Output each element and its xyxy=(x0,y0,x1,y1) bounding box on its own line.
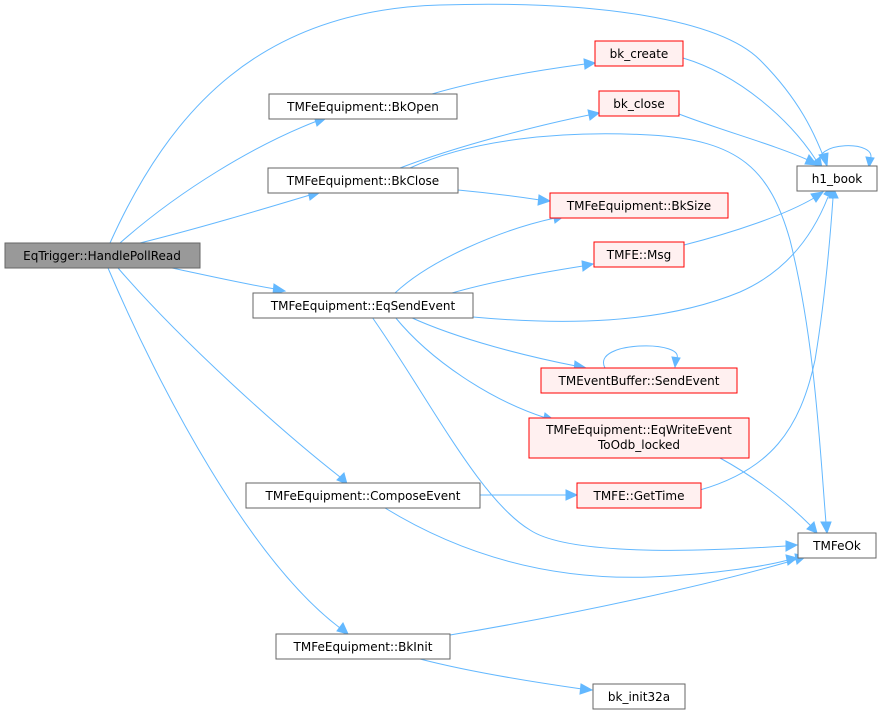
svg-text:bk_init32a: bk_init32a xyxy=(608,690,670,704)
node-bkinit[interactable]: TMFeEquipment::BkInit xyxy=(275,633,451,660)
edge-handlepollread-eqsendevent xyxy=(171,267,287,295)
edge-composeevent-gettime xyxy=(480,489,579,501)
svg-text:TMFE::Msg: TMFE::Msg xyxy=(606,248,671,262)
edge-eqsendevent-bksize xyxy=(394,212,566,294)
edge-bkclose-bkclose xyxy=(399,109,601,169)
node-composeevent[interactable]: TMFeEquipment::ComposeEvent xyxy=(245,482,481,509)
edge-handlepollread-bkclose xyxy=(139,189,321,244)
edge-eqsendevent-msg xyxy=(451,260,595,294)
svg-text:ToOdb_locked: ToOdb_locked xyxy=(597,438,680,452)
svg-text:bk_close: bk_close xyxy=(613,97,664,111)
node-h1-book[interactable]: h1_book xyxy=(796,165,878,192)
svg-text:TMFeEquipment::BkOpen: TMFeEquipment::BkOpen xyxy=(286,100,439,114)
edge-bkinit-bkinit32a xyxy=(419,658,594,695)
node-bk-init32a[interactable]: bk_init32a xyxy=(592,683,686,710)
svg-text:TMFeEquipment::EqSendEvent: TMFeEquipment::EqSendEvent xyxy=(270,299,456,313)
svg-text:TMFeEquipment::BkInit: TMFeEquipment::BkInit xyxy=(293,640,433,654)
svg-text:TMFeEquipment::ComposeEvent: TMFeEquipment::ComposeEvent xyxy=(265,489,461,503)
edge-msg-h1book xyxy=(683,191,825,246)
node-bkopen[interactable]: TMFeEquipment::BkOpen xyxy=(268,93,458,120)
edge-sendevent-self xyxy=(602,345,681,369)
edge-bkclose-bksize xyxy=(457,189,552,206)
edge-handlepollread-bkinit xyxy=(107,267,349,635)
node-tmfeok[interactable]: TMFeOk xyxy=(797,532,877,559)
edge-bkclose-h1book xyxy=(678,113,819,166)
edge-bkcreate-h1book xyxy=(682,57,823,169)
node-eqsendevent[interactable]: TMFeEquipment::EqSendEvent xyxy=(252,292,474,319)
svg-text:h1_book: h1_book xyxy=(812,172,863,186)
node-handle-poll-read[interactable]: EqTrigger::HandlePollRead xyxy=(4,242,201,269)
node-bksize[interactable]: TMFeEquipment::BkSize xyxy=(549,192,729,219)
svg-text:bk_create: bk_create xyxy=(610,47,669,61)
svg-text:TMFeEquipment::BkSize: TMFeEquipment::BkSize xyxy=(566,199,711,213)
edge-bkopen-bkcreate xyxy=(431,58,597,95)
node-bk-create[interactable]: bk_create xyxy=(594,40,684,67)
svg-text:TMFeEquipment::EqWriteEvent: TMFeEquipment::EqWriteEvent xyxy=(545,423,732,437)
svg-text:TMEventBuffer::SendEvent: TMEventBuffer::SendEvent xyxy=(558,374,720,388)
edge-eqsendevent-eqwrite xyxy=(394,316,557,424)
svg-text:TMFeOk: TMFeOk xyxy=(812,539,861,553)
node-gettime[interactable]: TMFE::GetTime xyxy=(576,482,702,509)
node-bkclose[interactable]: TMFeEquipment::BkClose xyxy=(267,167,459,194)
edge-h1book-self xyxy=(818,145,875,169)
node-sendevent[interactable]: TMEventBuffer::SendEvent xyxy=(540,367,738,394)
edge-gettime-h1book xyxy=(699,185,839,491)
edge-eqwrite-tmfeok xyxy=(719,457,818,534)
edge-composeevent-tmfeok xyxy=(384,507,799,578)
svg-text:TMFeEquipment::BkClose: TMFeEquipment::BkClose xyxy=(286,174,439,188)
node-eqwriteevent[interactable]: TMFeEquipment::EqWriteEvent ToOdb_locked xyxy=(528,417,750,459)
node-msg[interactable]: TMFE::Msg xyxy=(593,241,685,268)
svg-text:TMFE::GetTime: TMFE::GetTime xyxy=(592,489,684,503)
node-bk-close[interactable]: bk_close xyxy=(598,90,680,117)
edge-handlepollread-h1book xyxy=(109,3,829,244)
svg-text:EqTrigger::HandlePollRead: EqTrigger::HandlePollRead xyxy=(23,249,181,263)
edge-eqsendevent-tmfeok xyxy=(371,316,799,552)
edge-bkclose-tmfeok xyxy=(409,133,832,535)
edge-handlepollread-composeevent xyxy=(117,267,348,485)
edge-bkinit-tmfeok xyxy=(449,553,808,636)
edge-eqsendevent-sendevent xyxy=(409,316,588,372)
